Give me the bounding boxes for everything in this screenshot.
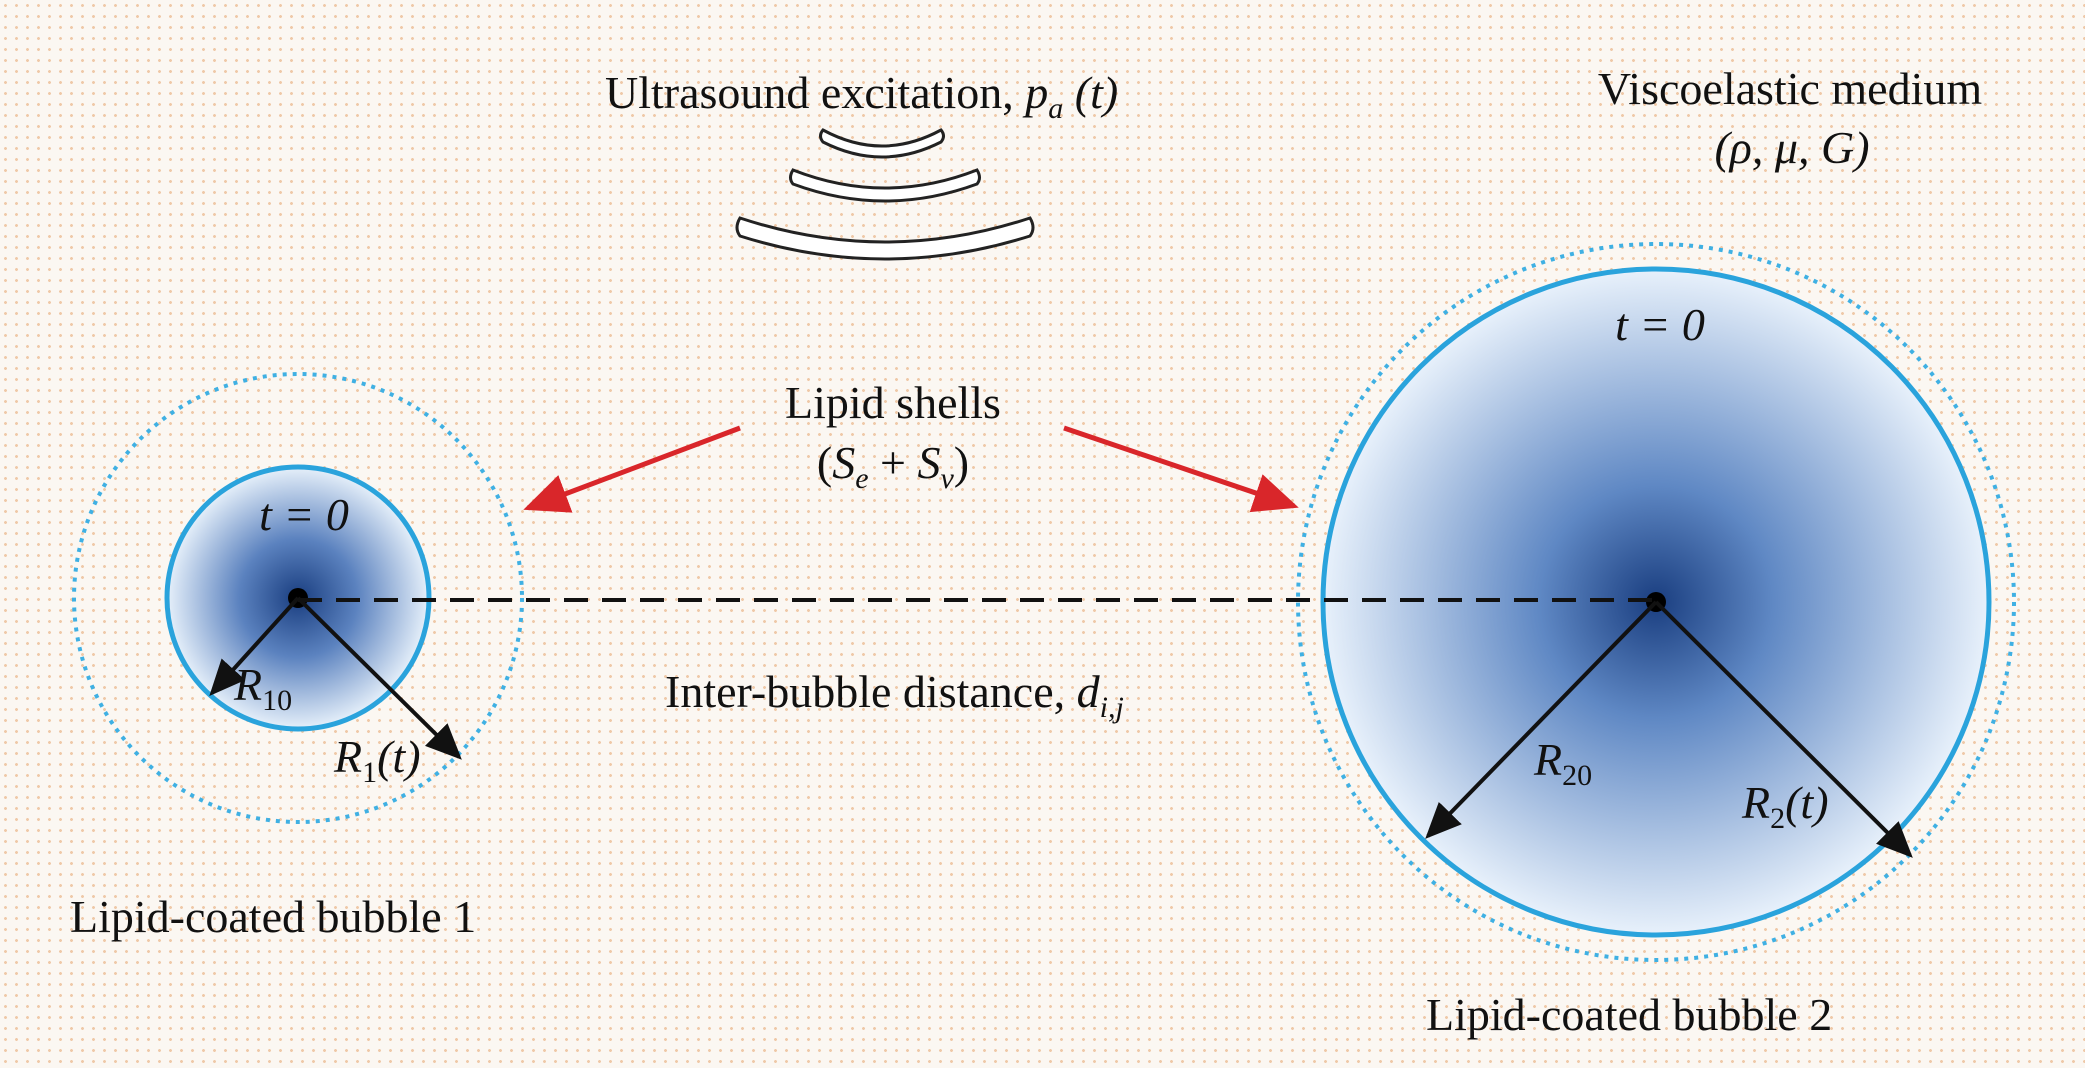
bubble-1-rt-arrow: [296, 596, 462, 760]
bubble-1-r10-arrow: [209, 596, 300, 696]
bubble-1-label: Lipid-coated bubble 1: [70, 891, 476, 942]
excitation-label: Ultrasound excitation, pa (t): [605, 67, 1118, 125]
bubble-2-r20-arrow: [1425, 600, 1658, 839]
bubble-1-r10-label: R10: [233, 659, 292, 717]
distance-label: Inter-bubble distance, di,j: [665, 666, 1124, 724]
shell-pointer-arrow-right: [1063, 425, 1299, 513]
bubble-2-time-label: t = 0: [1615, 299, 1705, 350]
bubble-2-label: Lipid-coated bubble 2: [1426, 989, 1832, 1040]
bubble-2-dotted-shell: [1296, 242, 2016, 962]
shell-pointer-arrow-left: [523, 425, 741, 513]
shells-params: (Se + Sv): [817, 437, 969, 495]
medium-params: (ρ, μ, G): [1714, 122, 1869, 173]
bubble-2-rt-arrow: [1654, 600, 1913, 858]
bubble-2-rt-label: R2(t): [1741, 777, 1829, 835]
medium-label: Viscoelastic medium: [1598, 63, 1983, 114]
bubble-1-rt-label: R1(t): [333, 731, 421, 789]
bubble-2-r20-label: R20: [1533, 734, 1592, 792]
ultrasound-wave-icon: [735, 128, 1035, 261]
bubble-2: [1296, 242, 2016, 962]
bubble-1-time-label: t = 0: [259, 489, 349, 540]
bubble-1-dotted-shell: [72, 372, 524, 824]
shells-label: Lipid shells: [785, 377, 1001, 428]
